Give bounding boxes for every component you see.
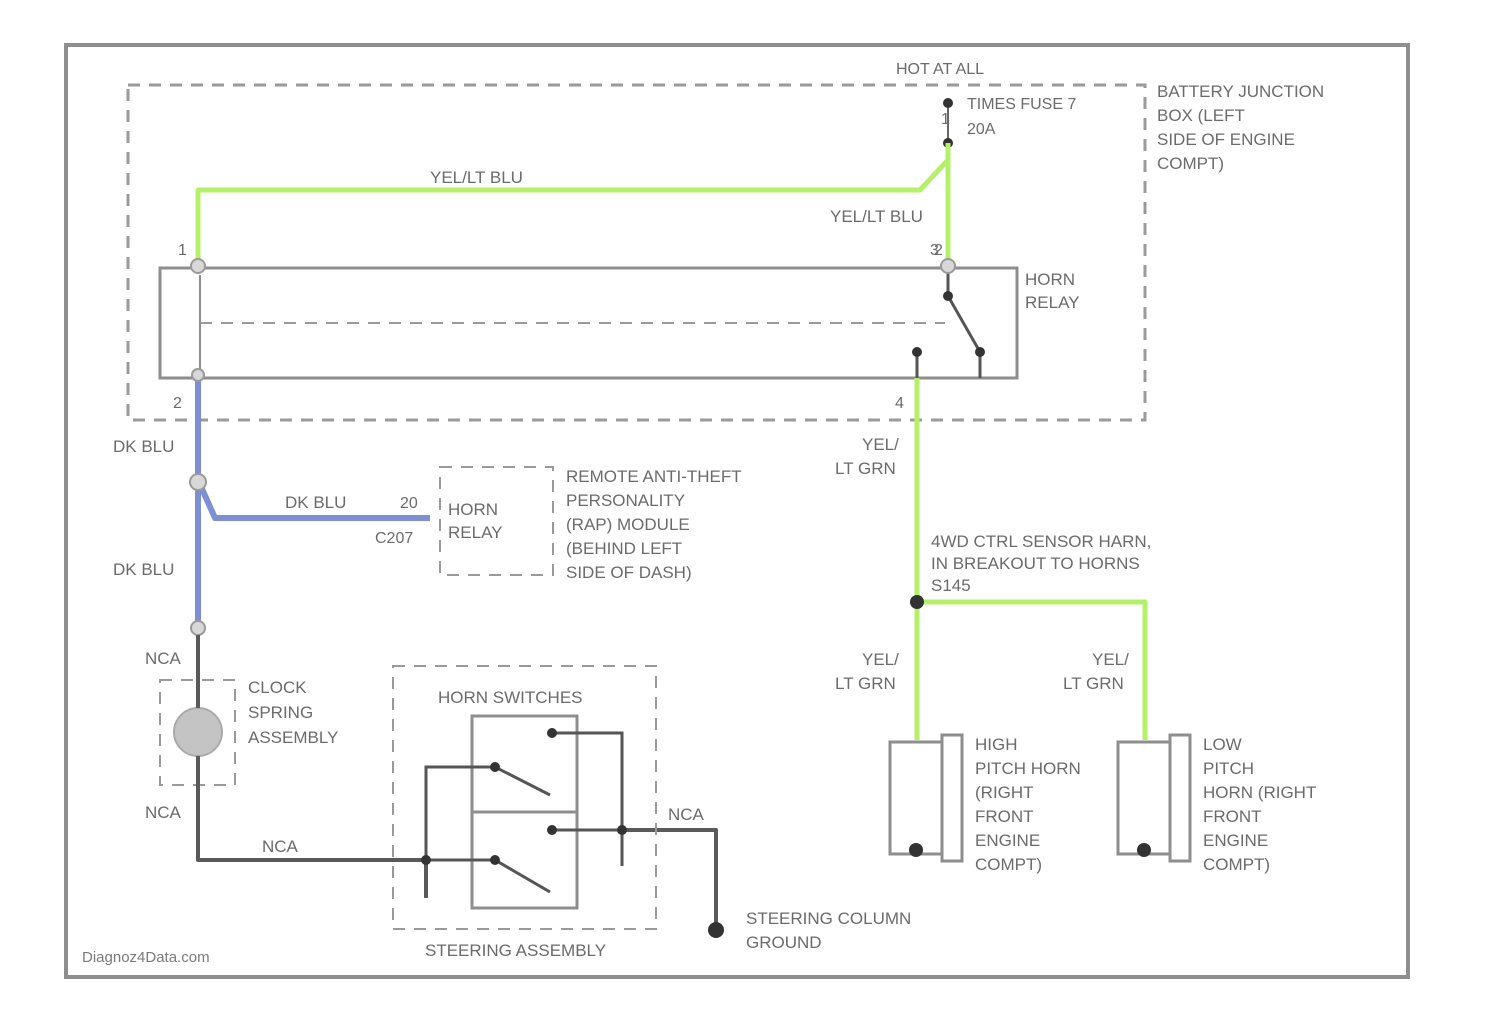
splice-note-2: IN BREAKOUT TO HORNS	[931, 554, 1140, 573]
rap-inner-label-1: HORN	[448, 500, 498, 519]
switch-contact	[490, 762, 500, 772]
relay-switch-contact	[975, 347, 985, 357]
wire-label-yel-right-1: YEL/	[1092, 650, 1129, 669]
switch-contact	[547, 825, 557, 835]
wire-label-nca-horizontal: NCA	[262, 837, 299, 856]
switch-contact	[490, 855, 500, 865]
low-horn-label-6: COMPT)	[1203, 855, 1270, 874]
relay-pin-3-connector	[941, 259, 955, 273]
wire-label-yel-lt-blu-top: YEL/LT BLU	[430, 168, 523, 187]
horn-switch-upper-box	[472, 716, 577, 812]
wire-label-yel-upper-2: LT GRN	[835, 459, 896, 478]
horn-relay-label-2: RELAY	[1025, 293, 1080, 312]
wire-label-dk-blu-lower: DK BLU	[113, 560, 174, 579]
high-horn-label-3: (RIGHT	[975, 783, 1034, 802]
switch-contact	[547, 728, 557, 738]
relay-contact-arm	[948, 296, 980, 352]
low-horn-label-4: FRONT	[1203, 807, 1262, 826]
rap-pin-code: C207	[375, 530, 413, 547]
horn-switch-return	[552, 733, 622, 866]
wire-label-nca-top: NCA	[145, 649, 182, 668]
low-pitch-horn-bell	[1170, 735, 1190, 861]
high-horn-ground	[909, 843, 923, 857]
high-horn-label-4: FRONT	[975, 807, 1034, 826]
clock-spring-label-2: SPRING	[248, 703, 313, 722]
ground-label-2: GROUND	[746, 933, 822, 952]
rap-inner-label-2: RELAY	[448, 523, 503, 542]
low-pitch-horn-body	[1118, 742, 1170, 854]
wire-label-yel-right-2: LT GRN	[1063, 674, 1124, 693]
rap-label-1: REMOTE ANTI-THEFT	[566, 467, 742, 486]
rap-label-4: (BEHIND LEFT	[566, 539, 682, 558]
bjb-label-2: BOX (LEFT	[1157, 106, 1245, 125]
clock-spring-label-1: CLOCK	[248, 678, 307, 697]
switch-junction	[421, 855, 431, 865]
bjb-label-1: BATTERY JUNCTION	[1157, 82, 1324, 101]
relay-pin-1-label: 1	[178, 242, 187, 259]
fuse-name-label: TIMES FUSE 7	[967, 96, 1076, 113]
fuse-amps-label: 20A	[967, 121, 996, 138]
wire-label-dk-blu-branch: DK BLU	[285, 493, 346, 512]
rap-label-3: (RAP) MODULE	[566, 515, 690, 534]
ground-label-1: STEERING COLUMN	[746, 909, 911, 928]
relay-contact-pivot	[943, 291, 953, 301]
horn-relay-label-1: HORN	[1025, 270, 1075, 289]
rap-module-outline	[440, 467, 553, 575]
splice-s145	[910, 595, 924, 609]
steering-assembly-label: STEERING ASSEMBLY	[425, 941, 606, 960]
low-horn-label-3: HORN (RIGHT	[1203, 783, 1316, 802]
wire-nca-ground	[622, 830, 716, 925]
horn-switch-2	[426, 860, 550, 892]
splice-note-1: 4WD CTRL SENSOR HARN,	[931, 532, 1151, 551]
wire-label-yel-left-2: LT GRN	[835, 674, 896, 693]
bjb-label-4: COMPT)	[1157, 154, 1224, 173]
relay-pin-2-connector	[192, 369, 204, 381]
clock-spring-label-3: ASSEMBLY	[248, 728, 338, 747]
high-pitch-horn-bell	[942, 735, 962, 861]
wire-nca-clock-spring	[198, 635, 426, 898]
high-horn-label-5: ENGINE	[975, 831, 1040, 850]
rap-pin-number: 20	[400, 495, 418, 512]
relay-pin-3-label: 3	[930, 242, 939, 259]
dk-blu-splice	[190, 474, 206, 490]
switch-junction	[617, 825, 627, 835]
wire-label-yel-left-1: YEL/	[862, 650, 899, 669]
bjb-label-3: SIDE OF ENGINE	[1157, 130, 1295, 149]
wire-label-dk-blu-upper: DK BLU	[113, 437, 174, 456]
relay-pin-4-label: 4	[895, 395, 904, 412]
clock-spring-connector-top	[191, 621, 205, 635]
low-horn-label-2: PITCH	[1203, 759, 1254, 778]
splice-note-3: S145	[931, 576, 971, 595]
horn-switches-title: HORN SWITCHES	[438, 688, 583, 707]
low-horn-label-5: ENGINE	[1203, 831, 1268, 850]
wire-label-nca-bottom: NCA	[145, 803, 182, 822]
fuse-terminal-top	[943, 98, 953, 108]
watermark: Diagnoz4Data.com	[82, 949, 210, 966]
relay-pin-1-connector	[191, 259, 205, 273]
fuse-pin-top: 1	[941, 111, 950, 128]
rap-label-5: SIDE OF DASH)	[566, 563, 692, 582]
high-horn-label-2: PITCH HORN	[975, 759, 1081, 778]
wire-label-yel-lt-blu-right: YEL/LT BLU	[830, 207, 923, 226]
clock-spring-icon	[174, 708, 222, 756]
ground-terminal	[708, 922, 724, 938]
relay-pin-2-label: 2	[173, 395, 182, 412]
hot-at-all-label: HOT AT ALL	[896, 61, 984, 78]
low-horn-label-1: LOW	[1203, 735, 1242, 754]
high-pitch-horn-body	[890, 742, 942, 854]
wire-label-yel-upper-1: YEL/	[862, 435, 899, 454]
wire-yel-lt-blu	[198, 143, 948, 262]
high-horn-label-1: HIGH	[975, 735, 1018, 754]
high-horn-label-6: COMPT)	[975, 855, 1042, 874]
rap-label-2: PERSONALITY	[566, 491, 685, 510]
wire-label-nca-right: NCA	[668, 805, 705, 824]
low-horn-ground	[1137, 843, 1151, 857]
relay-output-contact	[912, 347, 922, 357]
